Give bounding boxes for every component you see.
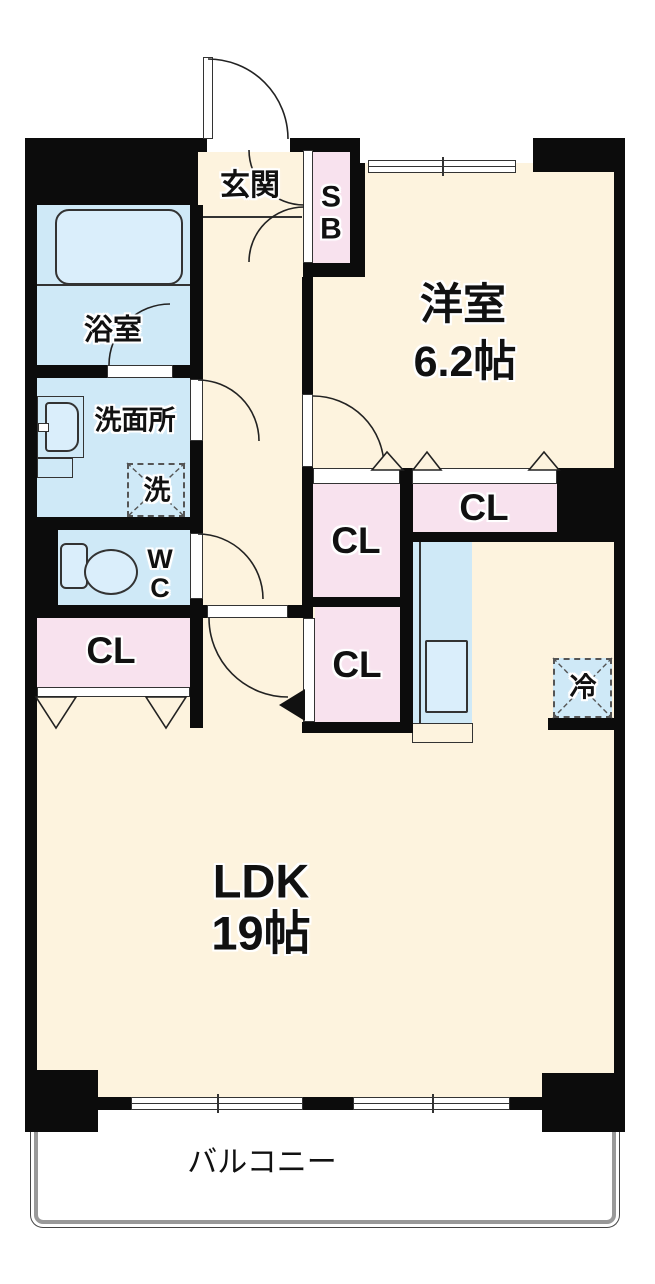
bathroom-door [107, 365, 173, 378]
western-room-closet-area [412, 484, 557, 532]
western-room-closet-label: CL [459, 487, 509, 529]
mid-closet-upper-label: CL [331, 520, 381, 562]
western-room-label: 洋室 [420, 280, 506, 329]
refrigerator-space-label: 冷 [569, 672, 597, 703]
toilet-bowl [84, 549, 138, 595]
toilet-door [190, 533, 203, 599]
western-room-window-recess [360, 138, 533, 163]
mid-closet-upper-area [313, 484, 400, 597]
wall-wet-east-a [190, 205, 203, 379]
shoe-box-door-front [303, 150, 313, 263]
wall-right [614, 152, 625, 1073]
washbasin-counter [37, 396, 84, 458]
ldk-label: LDK [212, 854, 310, 908]
wall-wet-east-c [190, 599, 203, 728]
washer-space-label: 洗 [143, 475, 171, 506]
wall-shoebox-right [350, 148, 365, 263]
wall-bath-bottom-left [25, 365, 107, 378]
washroom-door [190, 379, 203, 441]
wall-under-west-closet [403, 532, 625, 542]
ldk-door [207, 605, 288, 618]
wall-ldk-north-left [25, 605, 207, 618]
mid-closet-lower-label: CL [332, 644, 382, 686]
kitchen-counter-edge [419, 542, 421, 723]
wall-toilet-left-block [25, 530, 58, 605]
kitchen-counter-base [412, 723, 473, 743]
wall-wet-east-b [190, 441, 203, 533]
balcony-railing [34, 1110, 616, 1224]
entrance-door-opening [207, 138, 290, 152]
bathroom-divider-line [37, 284, 190, 286]
washbasin-faucet [38, 423, 49, 432]
western-room-door [302, 394, 313, 467]
mid-closet-lower-front [303, 618, 315, 722]
wall-closet-row-filler [400, 468, 412, 484]
ldk-window-right [353, 1094, 510, 1113]
entrance-door-leaf [203, 57, 213, 139]
wall-closet-divider [313, 597, 403, 607]
western-room-window [368, 157, 516, 176]
bathroom-label: 浴室 [83, 314, 143, 347]
hall-closet-label: CL [86, 630, 136, 672]
ldk-window-left [131, 1094, 303, 1113]
wall-bottom [25, 1097, 625, 1110]
wall-hall-west-room-a [302, 277, 313, 394]
toilet-label: W C [147, 543, 173, 603]
hall-closet-front [37, 687, 190, 697]
hall-closet-area [37, 617, 190, 687]
wall-bath-bottom-right [173, 365, 203, 378]
wall-block-top-left [25, 138, 198, 205]
entrance-door-arc [207, 58, 289, 140]
wall-washroom-bottom [25, 517, 203, 530]
balcony-label: バルコニー [187, 1145, 337, 1179]
mid-closet-lower-area [315, 607, 403, 722]
mid-closet-upper-front [313, 468, 400, 484]
wall-kitchen-west [400, 484, 413, 733]
wall-fridge-stub [548, 718, 614, 730]
entrance-step-line [198, 216, 302, 218]
western-room-size-label: 6.2帖 [413, 337, 517, 386]
wall-block-closet-east [557, 468, 625, 542]
ldk-size-label: 19帖 [211, 906, 311, 960]
wall-shoebox-bottom [303, 263, 365, 277]
shoe-box-label: S B [320, 180, 342, 246]
western-room-closet-front [412, 468, 557, 484]
wall-under-mid-closet [302, 722, 413, 733]
kitchen-sink [425, 640, 468, 713]
wall-block-top-right [533, 138, 625, 172]
wall-hall-west-room-b [302, 467, 313, 608]
washbasin-cabinet [37, 458, 73, 478]
washroom-label: 洗面所 [94, 405, 176, 436]
washbasin-bowl [45, 402, 79, 452]
bathtub [55, 209, 183, 285]
shoe-box-area [313, 150, 350, 263]
wall-ldk-north-right [288, 605, 313, 618]
entrance-label: 玄関 [220, 168, 280, 202]
balcony-area [30, 1110, 620, 1228]
